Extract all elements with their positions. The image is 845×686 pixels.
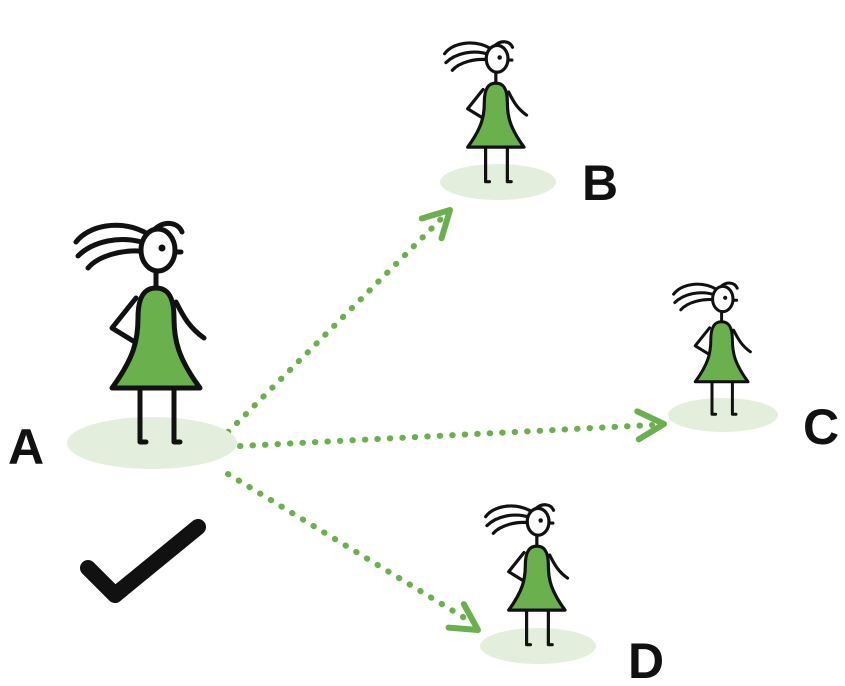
edge-a-c	[237, 410, 665, 449]
girl-figure-icon	[484, 503, 570, 647]
edge-a-b	[225, 200, 460, 435]
node-label-d: D	[628, 633, 664, 686]
node-label-a: A	[8, 419, 44, 475]
node-label-b: B	[582, 155, 618, 211]
girl-figure-icon	[76, 223, 204, 442]
node-label-c: C	[803, 399, 839, 455]
figure-b	[440, 40, 556, 200]
figure-d	[480, 503, 596, 664]
girl-figure-icon	[672, 281, 752, 416]
girl-figure-icon	[443, 40, 529, 184]
checkmark-icon	[80, 519, 206, 603]
figure-c	[668, 281, 778, 432]
figure-a	[67, 223, 237, 469]
edge-a-d	[225, 471, 486, 642]
